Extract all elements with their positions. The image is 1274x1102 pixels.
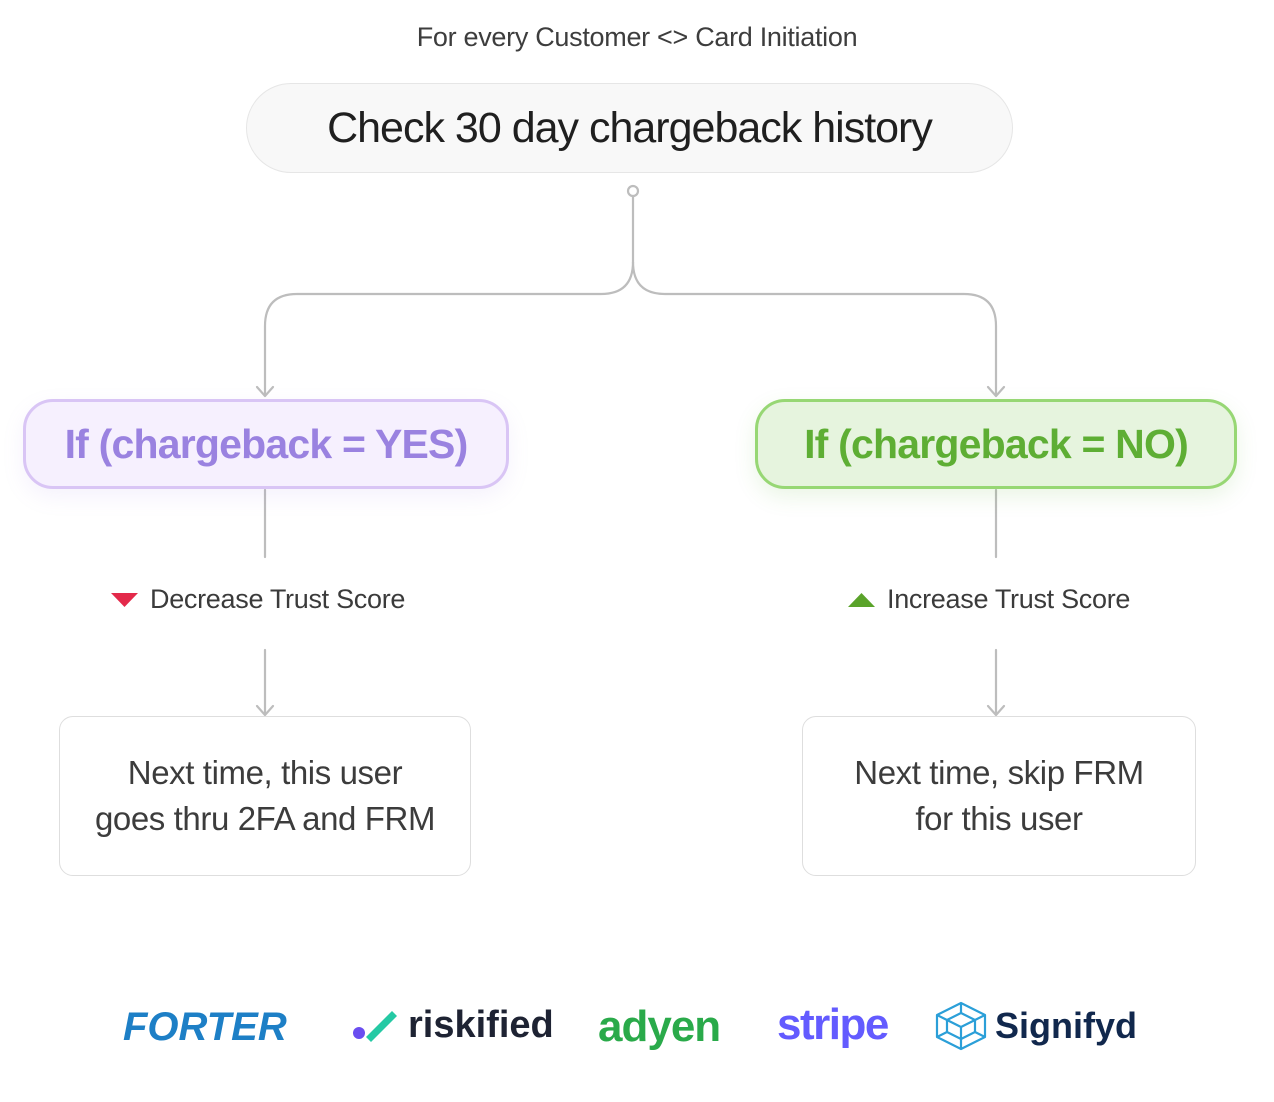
signifyd-logo: Signifyd (933, 1000, 1137, 1052)
diagram-caption: For every Customer <> Card Initiation (416, 22, 858, 52)
result-no-line-1: Next time, skip FRM (854, 754, 1144, 791)
arrow-no-head-icon (986, 385, 1006, 398)
riskified-logo-text: riskified (408, 1004, 554, 1046)
adyen-logo-text: adyen (598, 1002, 721, 1051)
branch-no-line (631, 260, 998, 396)
root-node-label: Check 30 day chargeback history (327, 103, 933, 152)
increase-score-step: Increase Trust Score (848, 584, 1130, 615)
signifyd-logo-text: Signifyd (995, 1005, 1137, 1046)
result-yes-node: Next time, this user goes thru 2FA and F… (59, 716, 471, 876)
result-no-node: Next time, skip FRM for this user (802, 716, 1196, 876)
triangle-up-icon (848, 592, 875, 607)
result-no-line-2: for this user (915, 800, 1083, 837)
branch-yes-line (263, 260, 635, 396)
condition-yes-label: If (chargeback = YES) (64, 420, 469, 467)
result-yes-line-2: goes thru 2FA and FRM (94, 800, 436, 837)
riskified-mark-icon (353, 1010, 397, 1042)
riskified-logo: riskified (352, 1004, 554, 1047)
condition-yes-node: If (chargeback = YES) (23, 399, 509, 489)
decrease-score-step: Decrease Trust Score (111, 584, 405, 615)
stripe-logo: stripe (777, 1000, 889, 1050)
adyen-logo: adyen (598, 1002, 721, 1052)
arrow-yes-result-head-icon (255, 704, 275, 717)
result-yes-line-1: Next time, this user (127, 754, 403, 791)
arrow-no-result-head-icon (986, 704, 1006, 717)
forter-logo-text: FORTER (123, 1005, 287, 1049)
triangle-down-icon (111, 592, 138, 607)
root-port-icon (626, 184, 640, 198)
condition-no-node: If (chargeback = NO) (755, 399, 1237, 489)
decrease-score-label: Decrease Trust Score (150, 584, 406, 614)
forter-logo: FORTER (123, 1005, 287, 1050)
signifyd-cube-icon (935, 1001, 987, 1051)
root-node: Check 30 day chargeback history (246, 83, 1013, 173)
increase-score-label: Increase Trust Score (887, 584, 1131, 614)
stripe-logo-text: stripe (777, 1000, 889, 1049)
condition-no-label: If (chargeback = NO) (804, 420, 1189, 467)
arrow-yes-head-icon (255, 385, 275, 398)
